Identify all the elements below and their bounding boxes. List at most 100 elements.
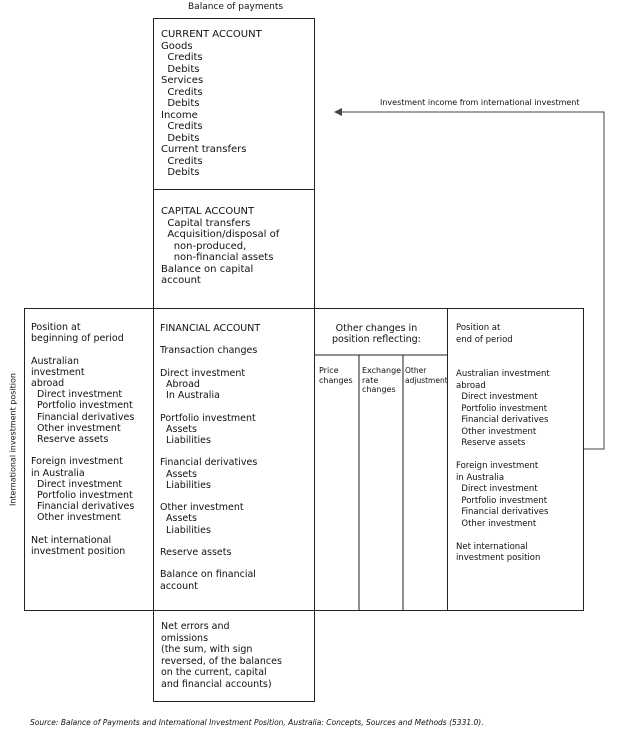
position-begin-line: Other investment: [31, 422, 121, 434]
position-end-line: abroad: [456, 380, 486, 391]
position-begin-line: Portfolio investment: [31, 400, 133, 412]
financial-account-line: Balance on financial: [160, 569, 256, 581]
financial-account-line: Portfolio investment: [160, 412, 256, 424]
capital-account-line: Acquisition/disposal of: [161, 229, 280, 240]
position-begin-line: abroad: [31, 378, 65, 390]
other-changes-heading: Other changes in position reflecting:: [332, 323, 421, 345]
position-begin-line: Net international: [31, 534, 112, 546]
col-exchange-rate-changes: Exchange rate changes: [362, 366, 402, 394]
financial-account-line: Transaction changes: [160, 345, 258, 357]
bop-title: Balance of payments: [188, 2, 284, 12]
position-begin-line: investment: [31, 366, 85, 378]
position-begin-line: Reserve assets: [31, 434, 109, 446]
net-errors-line: reversed, of the balances: [161, 655, 282, 667]
position-end-line: [456, 530, 550, 542]
source-note: Source: Balance of Payments and Internat…: [30, 718, 484, 727]
position-end-line: Australian investment: [456, 369, 550, 379]
financial-account-box: [153, 308, 315, 611]
position-begin-line: in Australia: [31, 467, 85, 479]
position-begin-line: Direct investment: [31, 478, 123, 490]
current-account-line: Debits: [161, 132, 200, 144]
financial-account-line: Liabilities: [160, 479, 211, 491]
current-account-line: Debits: [161, 63, 200, 75]
other-changes-box: [314, 308, 448, 611]
net-errors-line: on the current, capital: [161, 667, 267, 678]
col-other-adjustments: Other adjustments: [405, 366, 452, 385]
position-begin-line: Financial derivatives: [31, 501, 135, 513]
financial-account-line: Assets: [160, 423, 197, 435]
current-account-line: Goods: [161, 40, 193, 52]
capital-account-line: non-financial assets: [161, 252, 274, 263]
financial-account-line: Financial derivatives: [160, 457, 258, 469]
position-begin-line: Foreign investment: [31, 456, 123, 468]
capital-account-line: Capital transfers: [161, 217, 251, 229]
position-end-line: Foreign investment: [456, 461, 539, 471]
position-end-line: Other investment: [456, 518, 537, 529]
position-end-line: Portfolio investment: [456, 495, 548, 506]
net-errors-line: omissions: [161, 632, 209, 644]
current-account-line: Services: [161, 75, 204, 86]
position-end-line: Direct investment: [456, 392, 538, 402]
current-account-line: CURRENT ACCOUNT: [161, 29, 262, 40]
position-begin-line: Other investment: [31, 512, 121, 524]
financial-account-line: account: [160, 580, 198, 592]
current-account-line: Credits: [161, 155, 203, 167]
current-account-line: Credits: [161, 121, 203, 132]
position-end-line: in Australia: [456, 472, 505, 483]
current-account-line: Debits: [161, 167, 200, 178]
financial-account-line: Reserve assets: [160, 547, 232, 559]
current-account-box: [153, 18, 315, 190]
financial-account-line: Assets: [160, 468, 197, 480]
col-price-changes: Price changes: [319, 366, 353, 385]
net-errors-line: (the sum, with sign: [161, 644, 253, 655]
position-end-line: Financial derivatives: [456, 507, 549, 517]
position-begin-line: Financial derivatives: [31, 411, 135, 423]
position-begin-line: Portfolio investment: [31, 490, 133, 502]
position-begin-line: Position at: [31, 322, 81, 333]
financial-account-line: Abroad: [160, 379, 200, 391]
position-begin-line: Direct investment: [31, 389, 123, 401]
position-end-line: Net international: [456, 541, 528, 552]
financial-account-text: FINANCIAL ACCOUNT Transaction changes Di…: [160, 323, 260, 592]
position-begin-line: Australian: [31, 355, 80, 367]
position-end-line: investment position: [456, 553, 541, 563]
position-begin-line: beginning of period: [31, 333, 124, 345]
position-end-line: Reserve assets: [456, 438, 526, 448]
capital-account-line: CAPITAL ACCOUNT: [161, 206, 255, 217]
arrow-label: Investment income from international inv…: [380, 98, 580, 107]
current-account-line: Credits: [161, 86, 203, 98]
capital-account-text: CAPITAL ACCOUNT Capital transfers Acquis…: [161, 206, 279, 287]
current-account-line: Debits: [161, 98, 200, 109]
position-end-line: [456, 358, 550, 370]
capital-account-line: account: [161, 275, 201, 286]
financial-account-line: In Australia: [160, 390, 220, 402]
capital-account-line: Balance on capital: [161, 263, 254, 275]
current-account-line: Credits: [161, 52, 203, 63]
financial-account-line: FINANCIAL ACCOUNT: [160, 323, 261, 334]
capital-account-box: [153, 189, 315, 309]
financial-account-line: Other investment: [160, 502, 244, 514]
position-end-line: Portfolio investment: [456, 403, 548, 414]
net-errors-box: [153, 610, 315, 702]
position-end-box: [447, 308, 584, 611]
capital-account-line: non-produced,: [161, 240, 247, 252]
position-end-line: Position at: [456, 323, 501, 333]
position-end-line: end of period: [456, 334, 513, 345]
financial-account-line: Liabilities: [160, 435, 211, 447]
net-errors-line: and financial accounts): [161, 678, 272, 690]
net-errors-line: Net errors and: [161, 621, 230, 632]
financial-account-line: Direct investment: [160, 367, 246, 379]
financial-account-line: Liabilities: [160, 524, 211, 536]
position-end-line: [456, 450, 550, 462]
position-end-line: Financial derivatives: [456, 415, 549, 425]
current-account-line: Income: [161, 109, 198, 121]
position-end-line: Other investment: [456, 426, 537, 437]
position-begin-line: investment position: [31, 546, 126, 558]
position-begin-box: [24, 308, 154, 611]
financial-account-line: Assets: [160, 513, 197, 525]
